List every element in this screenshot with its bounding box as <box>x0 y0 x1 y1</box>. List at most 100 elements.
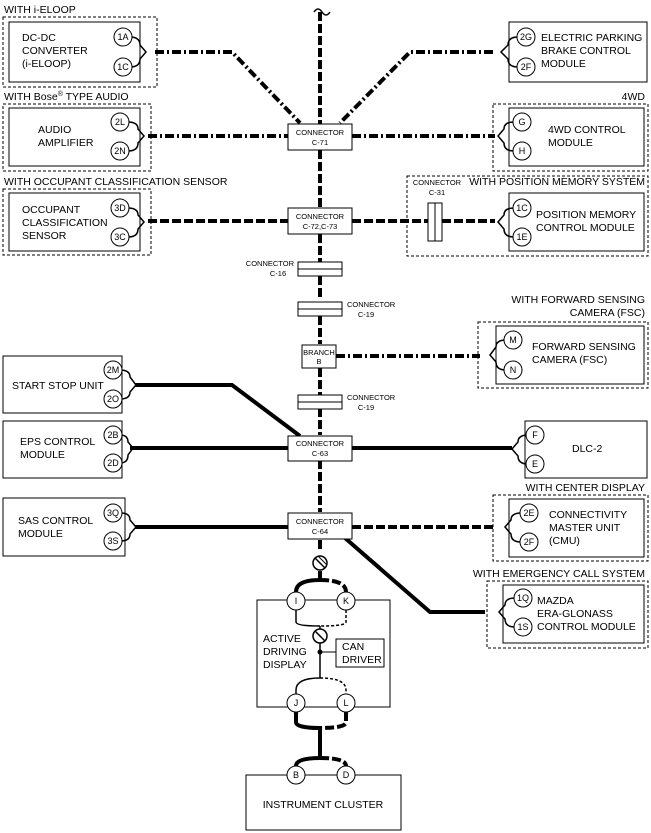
svg-text:MAZDA: MAZDA <box>537 595 574 607</box>
svg-text:C-63: C-63 <box>312 449 328 458</box>
svg-text:CONTROL MODULE: CONTROL MODULE <box>536 222 635 234</box>
svg-text:1A: 1A <box>117 32 128 42</box>
svg-text:G: G <box>518 117 525 127</box>
connector-c63: CONNECTOR C-63 <box>287 435 353 462</box>
svg-text:N: N <box>510 365 517 375</box>
svg-text:CONNECTOR: CONNECTOR <box>347 300 396 309</box>
module-forward-sensing-camera: FORWARD SENSING CAMERA (FSC) M N <box>489 325 645 385</box>
svg-text:FORWARD SENSING: FORWARD SENSING <box>532 341 636 353</box>
svg-text:BRAKE CONTROL: BRAKE CONTROL <box>541 45 631 57</box>
group-label-bose: WITH Bose® TYPE AUDIO <box>4 90 129 103</box>
can-termination-symbol-top <box>312 555 328 571</box>
svg-text:DRIVING: DRIVING <box>263 646 307 658</box>
svg-text:2G: 2G <box>520 32 532 42</box>
group-label-center-display: WITH CENTER DISPLAY <box>526 482 645 494</box>
svg-text:(i-ELOOP): (i-ELOOP) <box>22 58 71 70</box>
svg-text:3Q: 3Q <box>107 508 119 518</box>
group-label-4wd: 4WD <box>622 91 646 103</box>
svg-text:DISPLAY: DISPLAY <box>263 659 307 671</box>
svg-text:AUDIO: AUDIO <box>38 124 71 136</box>
frame-emergency <box>486 580 649 649</box>
module-position-memory-control: POSITION MEMORY CONTROL MODULE 1C 1E <box>497 192 645 252</box>
module-occupant-classification-sensor: OCCUPANT CLASSIFICATION SENSOR 3D 3C <box>8 192 145 252</box>
svg-text:2B: 2B <box>107 430 118 440</box>
branch-b: BRANCH B <box>301 344 337 369</box>
svg-text:ERA-GLONASS: ERA-GLONASS <box>537 608 613 620</box>
svg-text:C-31: C-31 <box>429 188 445 197</box>
frame-position-memory <box>406 175 649 257</box>
svg-text:2O: 2O <box>107 394 119 404</box>
svg-text:B: B <box>293 770 299 780</box>
module-eps-control: EPS CONTROL MODULE 2B 2D <box>2 420 134 479</box>
svg-text:1S: 1S <box>517 622 528 632</box>
frame-occupant <box>2 188 152 256</box>
svg-text:CONNECTOR: CONNECTOR <box>347 393 396 402</box>
svg-text:ACTIVE: ACTIVE <box>263 633 301 645</box>
svg-text:1Q: 1Q <box>517 593 529 603</box>
svg-text:DRIVER: DRIVER <box>342 654 382 666</box>
svg-text:B: B <box>316 357 321 366</box>
svg-text:CONNECTOR: CONNECTOR <box>296 439 345 448</box>
connector-c71: CONNECTOR C-71 <box>287 123 353 151</box>
can-line-ssu <box>135 383 302 438</box>
svg-text:C-72,C-73: C-72,C-73 <box>303 222 338 231</box>
svg-text:MODULE: MODULE <box>18 528 63 540</box>
svg-text:1E: 1E <box>516 232 527 242</box>
svg-text:CONNECTIVITY: CONNECTIVITY <box>549 509 627 521</box>
frame-bose <box>2 103 152 172</box>
svg-text:3D: 3D <box>114 203 126 213</box>
svg-text:J: J <box>294 698 299 708</box>
svg-text:2F: 2F <box>524 537 535 547</box>
svg-text:OCCUPANT: OCCUPANT <box>22 204 81 216</box>
connector-c31: CONNECTOR C-31 <box>413 178 462 242</box>
svg-text:START STOP UNIT: START STOP UNIT <box>12 380 104 392</box>
group-label-position-memory: WITH POSITION MEMORY SYSTEM <box>469 176 645 188</box>
svg-text:CONNECTOR: CONNECTOR <box>296 517 345 526</box>
svg-text:EPS CONTROL: EPS CONTROL <box>20 436 95 448</box>
svg-text:3S: 3S <box>107 536 118 546</box>
svg-text:MODULE: MODULE <box>20 449 65 461</box>
svg-text:C-19: C-19 <box>358 403 374 412</box>
group-label-occupant: WITH OCCUPANT CLASSIFICATION SENSOR <box>4 176 228 188</box>
svg-text:L: L <box>343 698 348 708</box>
svg-text:CONNECTOR: CONNECTOR <box>296 212 345 221</box>
frame-ieloop <box>2 16 158 88</box>
module-dcdc-converter: DC-DC CONVERTER (i-ELOOP) 1A 1C <box>8 21 147 83</box>
svg-text:F: F <box>532 430 538 440</box>
svg-text:MASTER UNIT: MASTER UNIT <box>549 522 621 534</box>
module-sas-control: SAS CONTROL MODULE 3Q 3S <box>2 497 137 557</box>
module-instrument-cluster: B D INSTRUMENT CLUSTER <box>245 765 402 831</box>
module-active-driving-display: I K ACTIVE DRIVING DISPLAY CAN DRIVER J … <box>256 591 391 713</box>
svg-text:MODULE: MODULE <box>541 58 586 70</box>
connector-c19-lower: CONNECTOR C-19 <box>297 393 396 412</box>
svg-text:CONVERTER: CONVERTER <box>22 45 88 57</box>
svg-text:SAS CONTROL: SAS CONTROL <box>18 515 93 527</box>
svg-text:CAN: CAN <box>342 641 364 653</box>
connector-c19-upper: CONNECTOR C-19 <box>297 300 396 319</box>
svg-text:CLASSIFICATION: CLASSIFICATION <box>22 217 108 229</box>
svg-text:BRANCH: BRANCH <box>303 348 335 357</box>
can-line-era <box>343 536 485 614</box>
svg-text:CONNECTOR: CONNECTOR <box>246 259 295 268</box>
svg-text:1C: 1C <box>516 203 528 213</box>
connector-c64: CONNECTOR C-64 <box>287 512 353 540</box>
svg-text:CONNECTOR: CONNECTOR <box>296 128 345 137</box>
svg-text:INSTRUMENT CLUSTER: INSTRUMENT CLUSTER <box>263 799 384 811</box>
svg-text:K: K <box>343 596 349 606</box>
svg-text:POSITION MEMORY: POSITION MEMORY <box>536 209 636 221</box>
can-line-cluster-h <box>294 712 322 767</box>
module-audio-amplifier: AUDIO AMPLIFIER 2L 2N <box>8 107 145 167</box>
svg-text:(CMU): (CMU) <box>549 535 580 547</box>
svg-text:2D: 2D <box>107 458 119 468</box>
can-line-cluster-l <box>319 712 348 767</box>
svg-text:CONNECTOR: CONNECTOR <box>413 178 462 187</box>
svg-text:E: E <box>532 459 538 469</box>
can-line-dcdc <box>155 50 302 125</box>
frame-4wd <box>492 103 649 172</box>
svg-text:DLC-2: DLC-2 <box>572 443 603 455</box>
group-label-emergency: WITH EMERGENCY CALL SYSTEM <box>473 568 645 580</box>
group-label-fsc-2: CAMERA (FSC) <box>570 307 645 319</box>
module-epb-control: ELECTRIC PARKING BRAKE CONTROL MODULE 2G… <box>499 21 648 83</box>
svg-text:CONTROL MODULE: CONTROL MODULE <box>537 621 636 633</box>
